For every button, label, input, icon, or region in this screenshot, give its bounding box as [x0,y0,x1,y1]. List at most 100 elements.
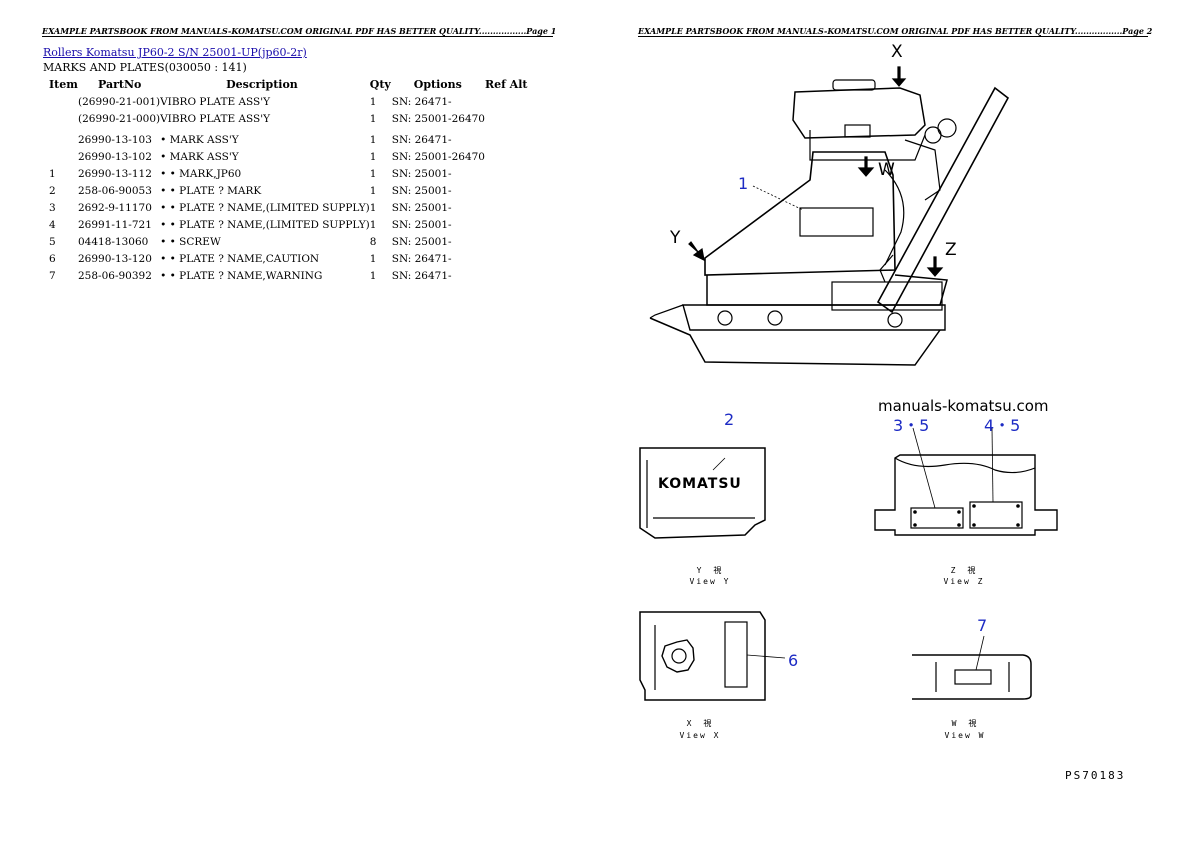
row-options: SN: 25001-26470 [391,150,485,163]
row-item [43,110,78,127]
row-description: • MARK ASS'Y [160,133,239,146]
row-refalt [485,165,545,182]
row-description: • • PLATE ? NAME,(LIMITED SUPPLY) [160,201,370,214]
callout-7: 7 [977,616,988,635]
row-description: • • PLATE ? NAME,(LIMITED SUPPLY) [160,218,370,231]
row-refalt [485,250,545,267]
view-y-detail [639,447,766,539]
view-z-caption-jp: Z 視 [950,566,978,575]
arrow-label-w: W [878,160,895,180]
parts-table-header: Item PartNo Description Qty Options Ref … [43,76,545,93]
row-partno: 26990-13-120 [78,252,152,265]
row-options: SN: 25001- [391,235,452,248]
row-options: SN: 26471- [391,95,452,108]
row-description: • • PLATE ? MARK [160,184,262,197]
view-y-caption-jp: Y 視 [696,566,724,575]
row-partno: 26990-13-102 [78,150,152,163]
row-item: 1 [49,167,56,180]
row-description: VIBRO PLATE ASS'Y [160,112,271,125]
row-qty: 1 [369,150,377,163]
row-options: SN: 25001- [391,218,452,231]
row-description: • • PLATE ? NAME,WARNING [160,269,323,282]
row-item: 6 [49,252,56,265]
col-description: Description [226,78,298,91]
row-refalt [485,131,545,148]
view-x-caption: View X [679,731,721,740]
view-w-caption-jp: W 視 [951,719,979,728]
row-refalt [485,199,545,216]
view-w-caption: View W [944,731,986,740]
callout-1: 1 [738,174,749,193]
row-partno: 26990-13-103 [78,133,152,146]
row-item: 4 [49,218,56,231]
page-header: EXAMPLE PARTSBOOK FROM MANUALS-KOMATSU.C… [638,26,1153,36]
row-qty: 1 [369,201,377,214]
row-qty: 1 [369,218,377,231]
parts-table: Item PartNo Description Qty Options Ref … [43,76,545,284]
row-qty: 1 [369,252,377,265]
row-refalt [485,93,545,110]
row-item [43,148,78,165]
row-refalt [485,216,545,233]
row-item: 3 [49,201,56,214]
row-qty: 8 [369,235,377,248]
drawing-id: PS70183 [1065,769,1126,782]
callout-6: 6 [788,651,799,670]
table-row: 3 2692-9-11170 • • PLATE ? NAME,(LIMITED S… [43,199,545,216]
col-qty: Qty [369,78,391,91]
row-refalt [485,148,545,165]
row-description: • • SCREW [160,235,221,248]
callout-2: 2 [724,410,735,429]
col-item: Item [49,78,78,91]
row-options: SN: 25001- [391,167,452,180]
page-header: EXAMPLE PARTSBOOK FROM MANUALS-KOMATSU.C… [42,26,557,36]
row-item [43,93,78,110]
row-options: SN: 25001-26470 [391,112,485,125]
row-partno: (26990-21-001) [78,95,161,108]
row-qty: 1 [369,112,377,125]
page-2: EXAMPLE PARTSBOOK FROM MANUALS-KOMATSU.C… [595,0,1190,842]
row-item: 2 [49,184,56,197]
view-z-caption: View Z [943,577,985,586]
table-row: 4 26991-11-721 • • PLATE ? NAME,(LIMITED S… [43,216,545,233]
row-partno: 04418-13060 [78,235,149,248]
row-refalt [485,182,545,199]
row-qty: 1 [369,269,377,282]
row-refalt [485,267,545,284]
row-options: SN: 26471- [391,252,452,265]
callout-3-5: 3・5 [893,416,930,435]
watermark: manuals-komatsu.com [878,397,1049,415]
parts-drawing [639,66,1058,701]
view-x-detail [639,611,786,701]
row-description: • MARK ASS'Y [160,150,239,163]
view-w-detail [912,635,1032,700]
section-title: MARKS AND PLATES(030050 : 141) [43,61,247,74]
row-description: • • PLATE ? NAME,CAUTION [160,252,320,265]
row-options: SN: 25001- [391,184,452,197]
col-options: Options [413,78,462,91]
header-rule [42,36,553,37]
row-partno: 2692-9-11170 [78,201,152,214]
row-partno: 26991-11-721 [78,218,152,231]
table-row: 5 04418-13060 • • SCREW 8 SN: 25001- [43,233,545,250]
row-item: 5 [49,235,56,248]
callout-4-5: 4・5 [984,416,1021,435]
row-partno: (26990-21-000) [78,112,161,125]
arrow-label-y: Y [670,228,681,248]
table-row: 26990-13-102 • MARK ASS'Y 1 SN: 25001-26470 [43,148,545,165]
row-item: 7 [49,269,56,282]
arrow-label-z: Z [945,240,957,260]
arrow-label-x: X [891,42,903,62]
model-title-link[interactable]: Rollers Komatsu JP60-2 S/N 25001-UP(jp60… [43,46,307,59]
row-item [43,131,78,148]
row-options: SN: 26471- [391,133,452,146]
vibro-plate-illustration [649,66,1010,366]
row-qty: 1 [369,95,377,108]
row-partno: 26990-13-112 [78,167,152,180]
view-z-detail [874,427,1058,536]
table-row: (26990-21-000)VIBRO PLATE ASS'Y 1 SN: 2500… [43,110,545,127]
